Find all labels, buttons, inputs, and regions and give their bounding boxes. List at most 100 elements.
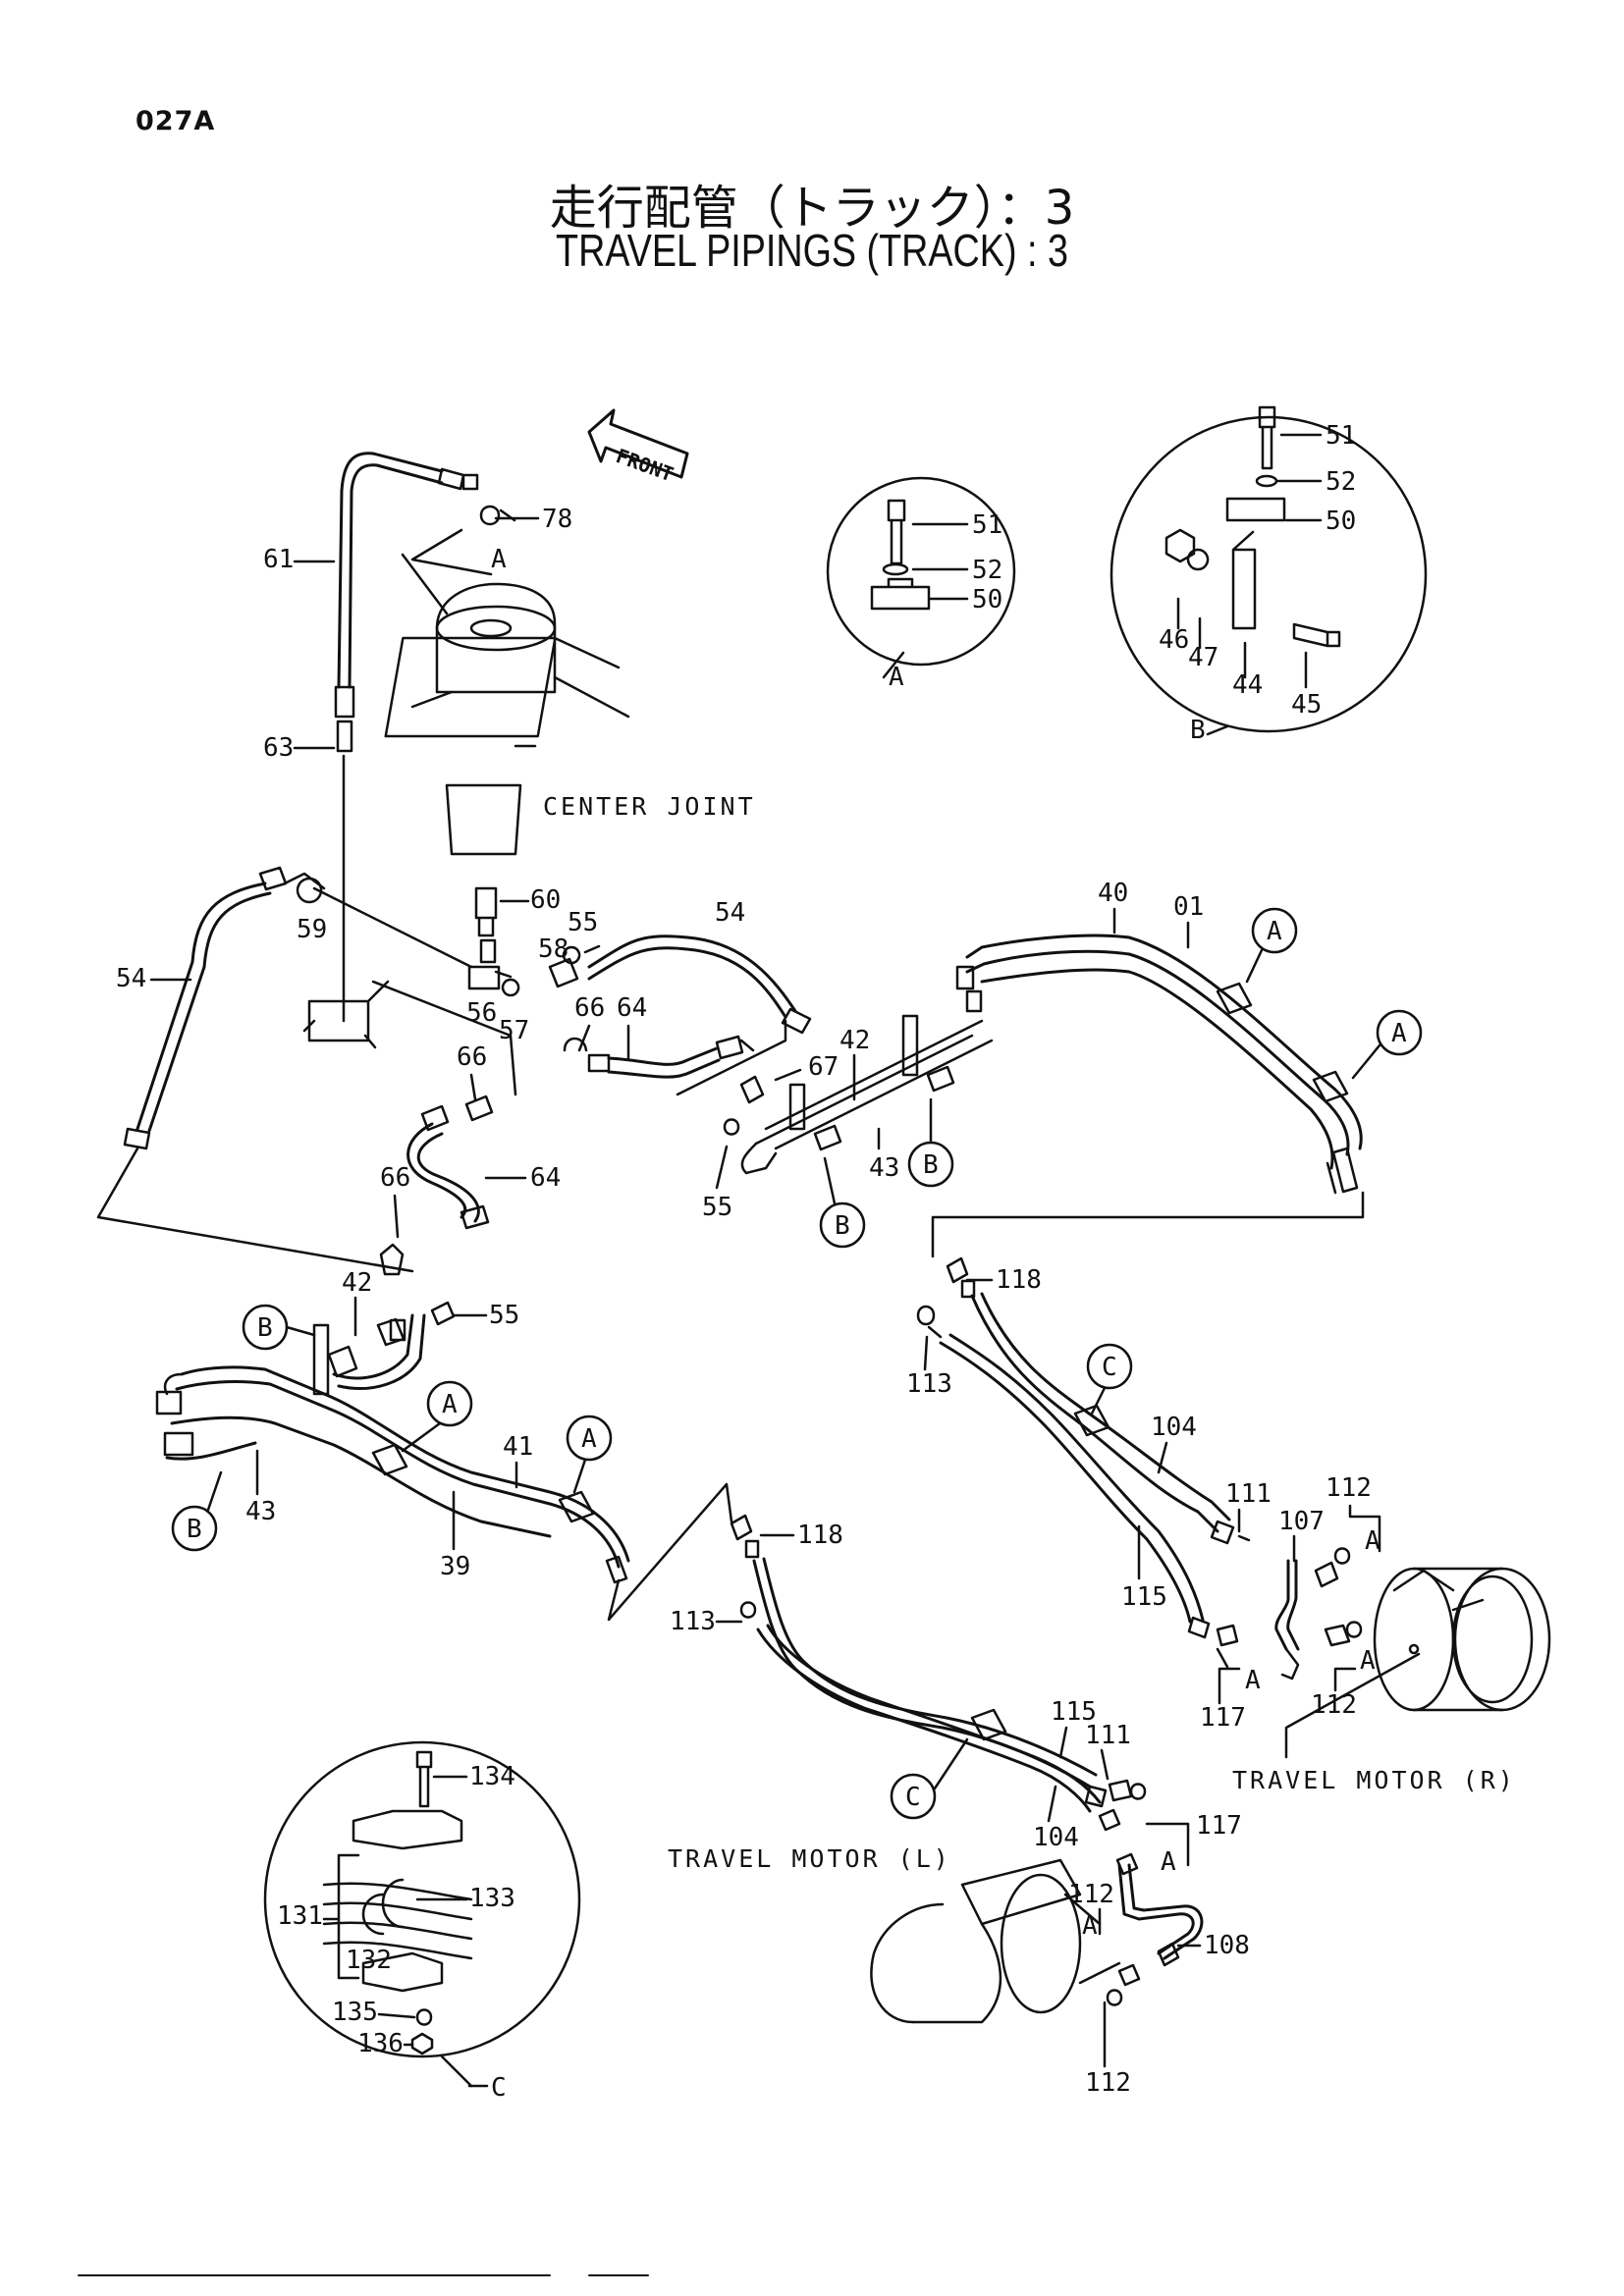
- callout-134: 134: [469, 1762, 515, 1791]
- leader-right-to-lower: [931, 1191, 1365, 1258]
- front-label: FRONT: [613, 444, 677, 486]
- ref-a-8: A: [1360, 1646, 1376, 1676]
- travel-motor-r-label: TRAVEL MOTOR (R): [1232, 1766, 1516, 1794]
- callout-39: 39: [440, 1552, 470, 1581]
- callout-47: 47: [1188, 643, 1218, 672]
- tube-assembly-left: [155, 1301, 630, 1584]
- callout-117b: 117: [1196, 1811, 1242, 1841]
- callout-117a: 117: [1200, 1703, 1246, 1733]
- callout-42b: 42: [342, 1268, 372, 1298]
- callout-50a: 50: [972, 585, 1002, 614]
- ref-circle-a5: [566, 1415, 613, 1462]
- callout-115b: 115: [1051, 1697, 1097, 1727]
- ref-circle-a4: [426, 1380, 473, 1427]
- hose-54-left: [123, 866, 288, 1150]
- ref-circle-c1: [1086, 1343, 1133, 1390]
- ref-circle-a3: [1376, 1009, 1423, 1056]
- ref-a-6: A: [1365, 1526, 1380, 1556]
- callout-132: 132: [346, 1946, 392, 1975]
- ref-b-2: B: [835, 1211, 850, 1241]
- hose-64-upper: [563, 1035, 755, 1079]
- callout-64b: 64: [530, 1163, 561, 1193]
- callout-59: 59: [297, 915, 327, 944]
- callout-112b: 112: [1311, 1690, 1357, 1720]
- callout-57: 57: [499, 1016, 529, 1045]
- callout-61: 61: [263, 545, 294, 574]
- ref-a-9: A: [1161, 1847, 1176, 1877]
- callout-64a: 64: [617, 993, 647, 1023]
- callout-52b: 52: [1326, 467, 1356, 497]
- callout-55c: 55: [489, 1301, 519, 1330]
- callout-54a: 54: [116, 964, 146, 993]
- leader-67-bracket: [676, 1019, 787, 1096]
- callout-113b: 113: [670, 1607, 716, 1636]
- ref-b-1: B: [923, 1150, 939, 1180]
- fittings-group-center: [283, 872, 601, 997]
- travel-motor-r: [1284, 1567, 1551, 1759]
- ref-a-2: A: [1267, 917, 1282, 946]
- ref-a-3: A: [1391, 1019, 1407, 1048]
- callout-44: 44: [1232, 670, 1263, 700]
- callout-107: 107: [1278, 1507, 1325, 1536]
- callout-112d: 112: [1085, 2068, 1131, 2098]
- callout-42a: 42: [839, 1026, 870, 1055]
- callout-104a: 104: [1151, 1413, 1197, 1442]
- callout-51a: 51: [972, 510, 1002, 540]
- callout-136: 136: [357, 2029, 404, 2058]
- callout-66a: 66: [574, 993, 605, 1023]
- ref-b-3: B: [257, 1313, 273, 1343]
- callout-51b: 51: [1326, 421, 1356, 451]
- callout-78: 78: [542, 505, 572, 534]
- callout-54b: 54: [715, 898, 745, 928]
- callout-58: 58: [538, 934, 568, 964]
- callout-66b: 66: [457, 1042, 487, 1072]
- center-joint: [384, 553, 630, 856]
- center-joint-label: CENTER JOINT: [543, 792, 756, 821]
- ref-circle-b4: [171, 1505, 218, 1552]
- bracket-center-left: [302, 980, 390, 1049]
- elbow-66: [379, 1243, 405, 1276]
- callout-131: 131: [277, 1901, 323, 1931]
- detail-circle-b: [1110, 405, 1428, 736]
- tube-assembly-right: [723, 934, 1363, 1195]
- hose-group-center: [730, 1514, 1204, 2006]
- hose-54-center: [587, 934, 812, 1035]
- callout-60: 60: [530, 885, 561, 915]
- callout-115a: 115: [1121, 1582, 1167, 1612]
- ref-a-7: A: [1245, 1666, 1261, 1695]
- callout-113a: 113: [906, 1369, 952, 1399]
- detail-c-label: C: [491, 2073, 507, 2103]
- callout-50b: 50: [1326, 507, 1356, 536]
- ref-circle-a2: [1251, 907, 1298, 954]
- leader-left-hose: [96, 1147, 414, 1273]
- callout-01: 01: [1173, 892, 1204, 922]
- callout-56: 56: [466, 998, 497, 1028]
- hose-64-lower: [406, 1095, 494, 1230]
- detail-circle-a: [826, 476, 1016, 679]
- detail-a-label: A: [889, 663, 904, 692]
- callout-108: 108: [1204, 1931, 1250, 1960]
- callout-55a: 55: [568, 908, 598, 937]
- ref-c-1: C: [1102, 1353, 1117, 1382]
- callout-67: 67: [808, 1052, 839, 1082]
- detail-circle-c: [263, 1740, 581, 2088]
- callout-118a: 118: [996, 1265, 1042, 1295]
- callout-43a: 43: [869, 1153, 899, 1183]
- callout-55b: 55: [702, 1193, 732, 1222]
- callout-111a: 111: [1225, 1479, 1272, 1509]
- ref-c-2: C: [905, 1783, 921, 1812]
- ref-a-1: A: [491, 545, 507, 574]
- callout-112a: 112: [1326, 1473, 1372, 1503]
- ref-a-5: A: [581, 1424, 597, 1454]
- callout-41: 41: [503, 1432, 533, 1462]
- front-arrow: FRONT: [587, 408, 689, 486]
- travel-motor-l-label: TRAVEL MOTOR (L): [668, 1844, 951, 1873]
- detail-b-label: B: [1190, 716, 1206, 745]
- travel-motor-l: [870, 1858, 1121, 2024]
- title-english: TRAVEL PIPINGS (TRACK) : 3: [556, 225, 1068, 276]
- callout-63: 63: [263, 733, 294, 763]
- callout-133: 133: [469, 1884, 515, 1913]
- callout-135: 135: [332, 1998, 378, 2027]
- callout-43b: 43: [245, 1497, 276, 1526]
